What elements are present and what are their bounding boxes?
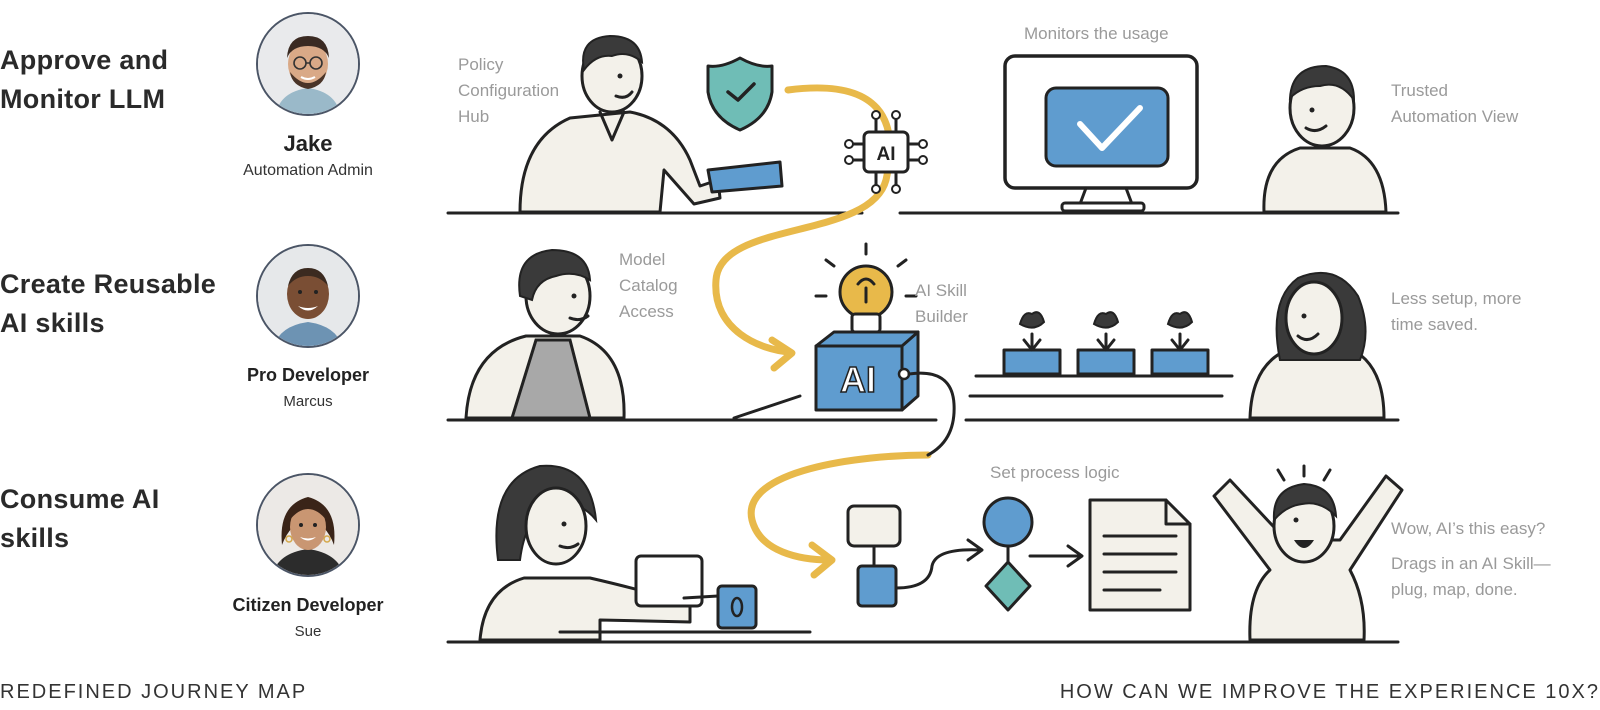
note-trusted-automation-view: Trusted Automation View (1391, 81, 1519, 126)
row-title-create-skills: Create Reusable AI skills (0, 269, 217, 338)
note-wow-ai-easy: Wow, AI’s this easy? (1391, 519, 1546, 538)
developer-character (464, 248, 802, 420)
note-model-catalog-access: Model Catalog Access (619, 250, 678, 321)
persona-name-jake: Jake (283, 131, 333, 156)
ai-cube-icon: AI (814, 330, 956, 457)
persona-role-sue: Sue (294, 623, 322, 640)
journey-path (712, 84, 932, 579)
avatar-marcus (256, 244, 360, 348)
footer-journey-map-title: REDEFINED JOURNEY MAP (0, 681, 308, 703)
footer-improve-question: HOW CAN WE IMPROVE THE EXPERIENCE 10X? (1059, 681, 1600, 703)
note-drags-in-skill: Drags in an AI Skill— plug, map, done. (1391, 554, 1551, 599)
note-ai-skill-builder: AI Skill Builder (915, 281, 968, 326)
note-less-setup: Less setup, more time saved. (1391, 289, 1522, 334)
admin-character (518, 34, 784, 214)
shield-check-icon (706, 56, 774, 132)
persona-role-jake: Automation Admin (243, 162, 373, 179)
note-monitors-usage: Monitors the usage (1024, 24, 1169, 43)
happy-woman-character (1248, 271, 1386, 420)
document-icon (1088, 498, 1192, 612)
avatar-jake-portrait (258, 14, 358, 114)
ai-cube-label: AI (840, 359, 876, 400)
viewer-character (1262, 64, 1388, 214)
row-title-approve-monitor: Approve and Monitor LLM (0, 45, 169, 114)
note-set-process-logic: Set process logic (990, 463, 1120, 482)
avatar-sue (256, 473, 360, 577)
plant-icon (968, 311, 1234, 398)
ai-chip-label: AI (877, 144, 896, 165)
ai-chip-icon: AI (844, 110, 928, 194)
citizen-character (478, 464, 812, 642)
lightbulb-icon (814, 242, 918, 334)
excited-character (1212, 464, 1404, 642)
monitor-check-icon (1003, 54, 1199, 213)
persona-name-sue: Citizen Developer (232, 595, 384, 615)
avatar-sue-portrait (258, 475, 358, 575)
note-policy-config-hub: Policy Configuration Hub (458, 55, 560, 126)
row-title-consume-skills: Consume AI skills (0, 484, 160, 553)
avatar-marcus-portrait (258, 246, 358, 346)
persona-name-marcus: Pro Developer (246, 365, 370, 385)
flowchart-icon (846, 496, 1084, 612)
persona-role-marcus: Marcus (283, 393, 333, 410)
avatar-jake (256, 12, 360, 116)
